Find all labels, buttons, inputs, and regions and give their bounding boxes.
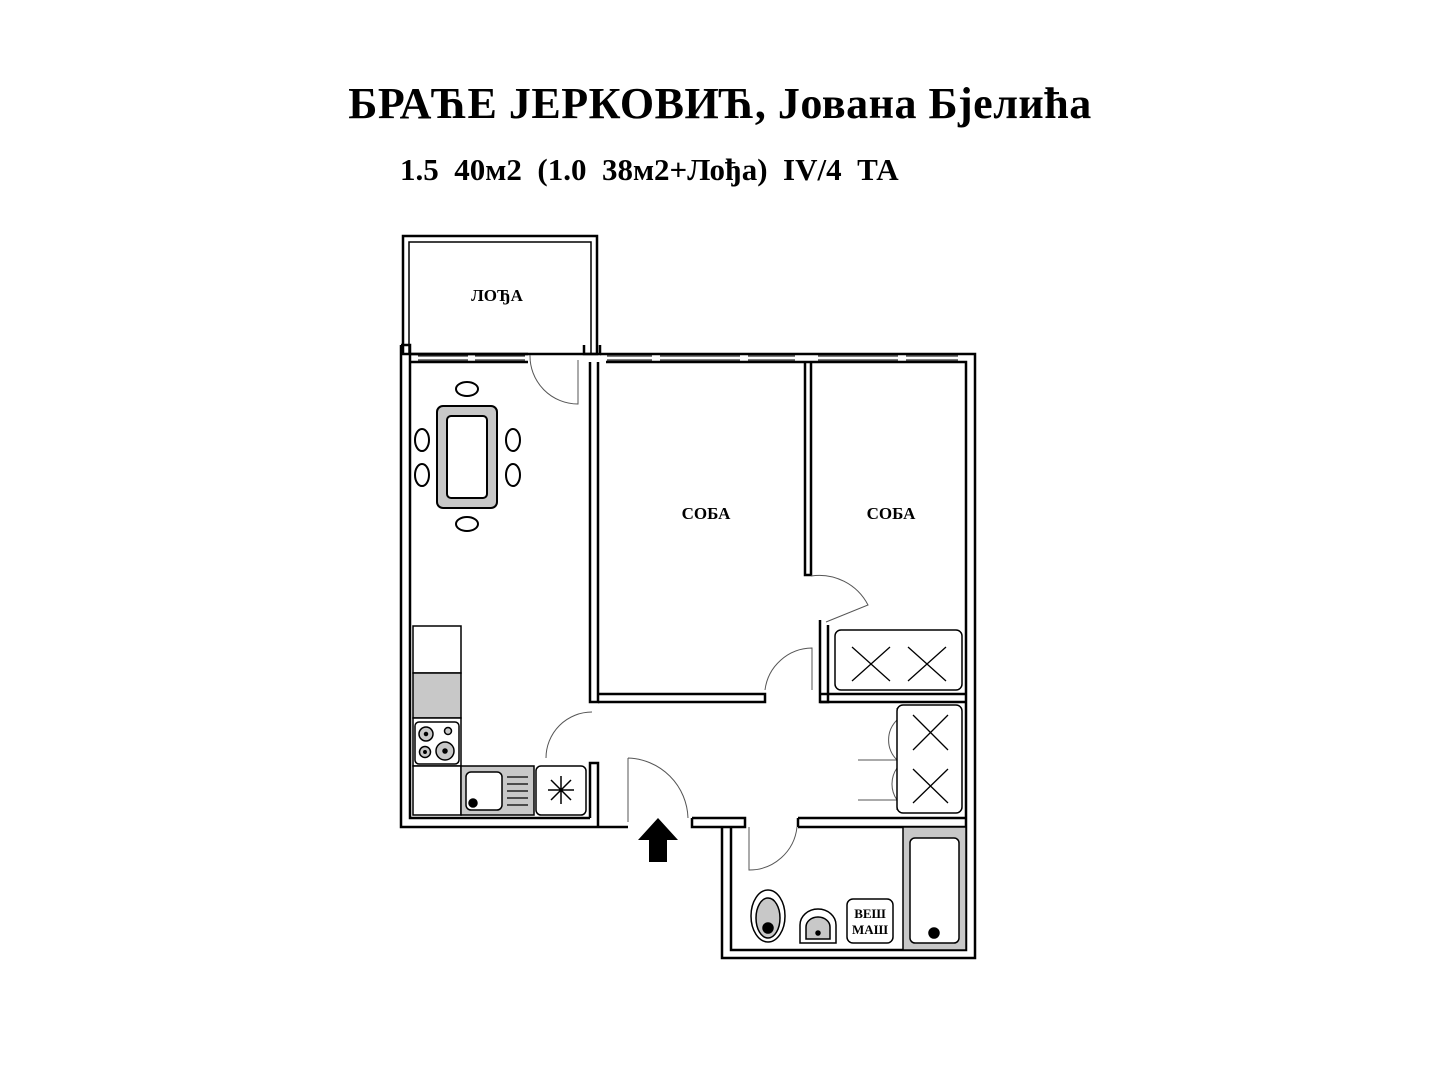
- washing-machine-icon: ВЕШ МАШ: [846, 898, 894, 944]
- room2-label: СОБА: [867, 504, 917, 523]
- arrow-up-icon: [638, 818, 678, 862]
- wardrobe-hall: [896, 704, 963, 814]
- bathtub-icon: [902, 826, 967, 951]
- snowflake-icon: [548, 776, 574, 804]
- sink-icon: [799, 908, 837, 944]
- listing-title: БРАЋЕ ЈЕРКОВИЋ, Јована Бјелића: [348, 79, 1092, 128]
- dining-table-icon: [414, 381, 521, 532]
- toilet-icon: [750, 889, 786, 943]
- interior-walls: [588, 362, 966, 704]
- washing-machine-label-1: ВЕШ: [854, 906, 886, 921]
- room1-label: СОБА: [682, 504, 732, 523]
- loggia-label: ЛОЂА: [471, 286, 523, 305]
- doors: [529, 354, 899, 871]
- kitchen-counter: [412, 625, 587, 816]
- washing-machine-label-2: МАШ: [852, 922, 889, 937]
- wardrobe-room2: [834, 629, 963, 691]
- listing-subtitle: 1.5 40м2 (1.0 38м2+Лођа) IV/4 ТА: [400, 152, 899, 187]
